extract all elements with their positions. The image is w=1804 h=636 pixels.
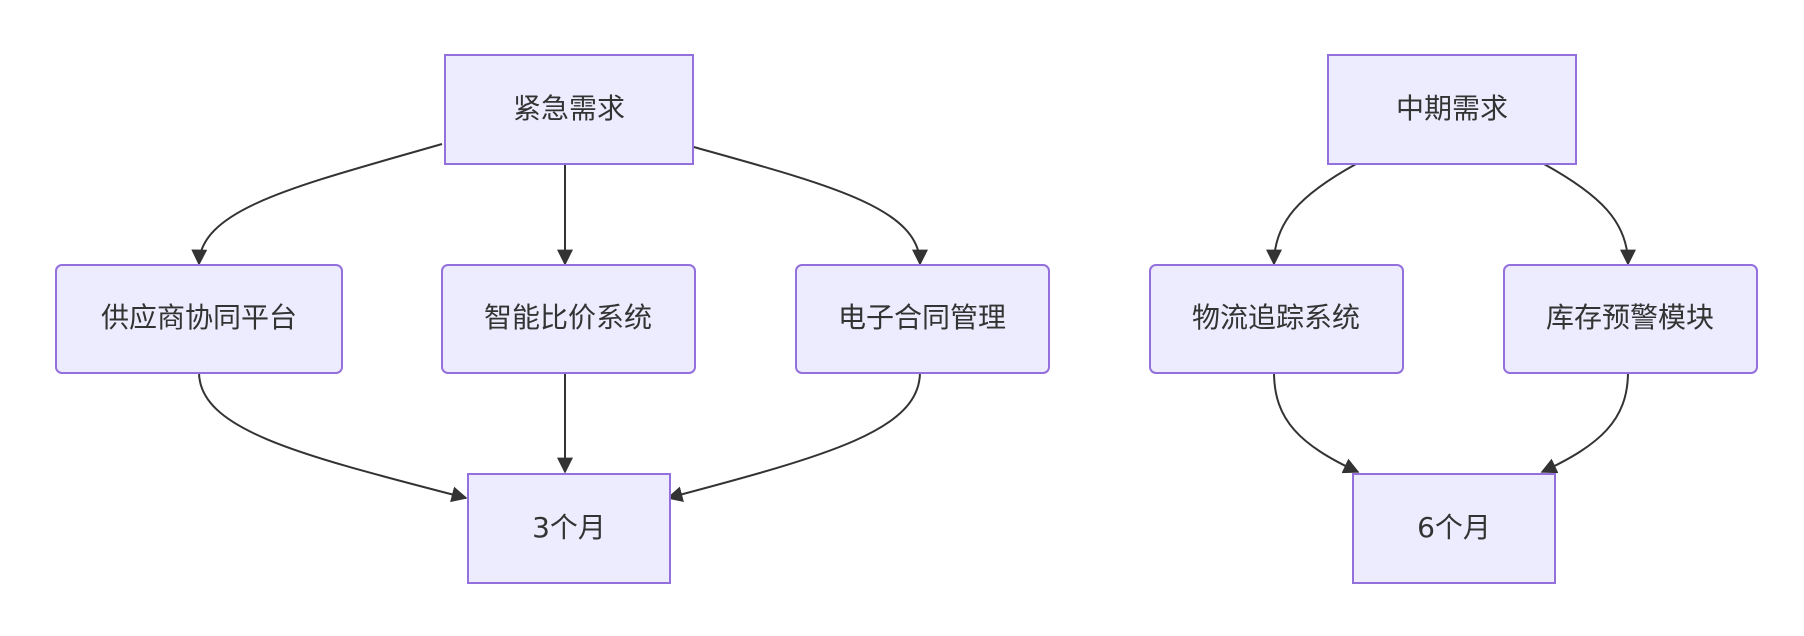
node-supplier: 供应商协同平台 [55,264,343,374]
node-6months-label: 6个月 [1417,511,1491,544]
node-supplier-label: 供应商协同平台 [101,301,297,334]
node-urgent: 紧急需求 [444,54,694,165]
edge-inventory-6months [1540,371,1629,474]
edge-logistics-6months [1273,371,1360,474]
edge-urgent-supplier [191,143,443,266]
edge-midterm-inventory [1543,163,1636,266]
node-midterm: 中期需求 [1327,54,1577,165]
node-logistics-label: 物流追踪系统 [1192,301,1360,334]
edge-contract-3months [666,371,921,503]
node-contract-label: 电子合同管理 [838,301,1006,334]
node-inventory: 库存预警模块 [1503,264,1758,374]
edge-urgent-contract [689,145,928,266]
node-logistics: 物流追踪系统 [1149,264,1404,374]
node-6months: 6个月 [1352,473,1556,584]
node-pricing-label: 智能比价系统 [484,301,652,334]
node-urgent-label: 紧急需求 [513,92,625,125]
node-3months-label: 3个月 [532,511,606,544]
edge-supplier-3months [198,371,468,503]
node-contract: 电子合同管理 [795,264,1050,374]
node-3months: 3个月 [467,473,671,584]
node-inventory-label: 库存预警模块 [1546,301,1714,334]
edges [191,143,1636,503]
node-pricing: 智能比价系统 [441,264,696,374]
edge-midterm-logistics [1266,163,1357,266]
node-midterm-label: 中期需求 [1396,92,1508,125]
